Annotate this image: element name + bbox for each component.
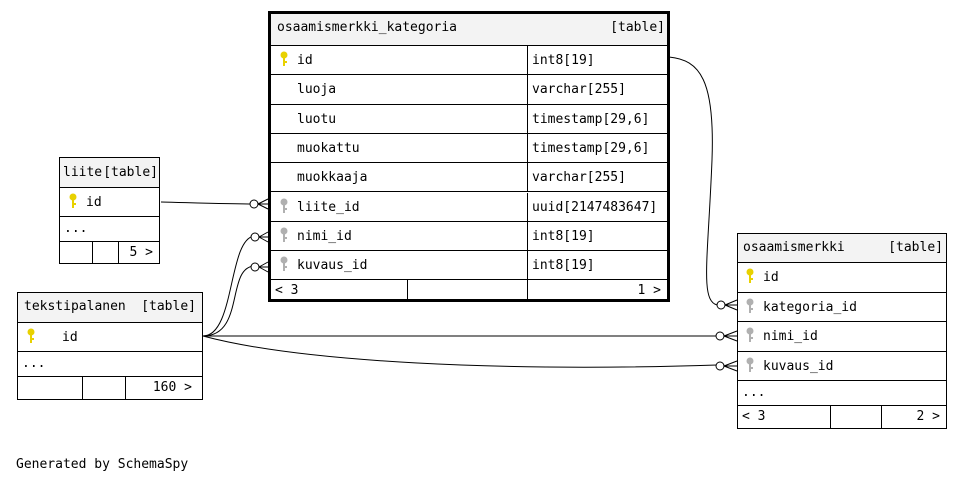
edge-tekstipalanen-to-om-kuvaus <box>202 335 718 368</box>
crowfoot <box>723 360 738 372</box>
table-tag: [table] <box>103 165 158 180</box>
fk-key-icon <box>280 198 288 213</box>
column-name: muokkaaja <box>297 170 368 186</box>
pk-key-icon <box>69 193 77 208</box>
pk-key-icon <box>280 51 288 66</box>
edge-end-circle <box>250 262 260 272</box>
fk-key-icon <box>746 357 754 372</box>
column-row[interactable]: luoja varchar[255] <box>271 75 667 105</box>
table-footer: < 3 2 > <box>738 406 946 428</box>
column-row[interactable]: kuvaus_id <box>738 352 946 381</box>
column-type: int8[19] <box>532 53 595 68</box>
column-name: kategoria_id <box>763 299 857 315</box>
column-row[interactable]: muokkaaja varchar[255] <box>271 163 667 193</box>
crowfoot <box>257 198 269 210</box>
column-type: int8[19] <box>532 228 595 244</box>
crowfoot <box>723 330 738 342</box>
column-name: kuvaus_id <box>297 258 368 274</box>
table-footer: < 3 1 > <box>271 280 667 303</box>
children-count[interactable]: 160 > <box>152 380 192 395</box>
edge-kategoria-to-om-kategoria <box>668 56 718 306</box>
edge-liite-to-kategoria <box>160 201 255 205</box>
fk-key-icon <box>746 327 754 342</box>
more-indicator: ... <box>742 385 766 400</box>
table-name[interactable]: osaamismerkki_kategoria <box>277 20 458 35</box>
more-row: ... <box>60 217 159 242</box>
column-row[interactable]: liite_id uuid[2147483647] <box>271 192 667 222</box>
fk-key-icon <box>746 298 754 313</box>
column-type: varchar[255] <box>532 82 626 98</box>
children-count[interactable]: 5 > <box>129 245 153 260</box>
column-name: kuvaus_id <box>763 358 834 374</box>
edge-end-circle <box>250 232 260 242</box>
column-name: luotu <box>297 111 337 127</box>
table-liite[interactable]: liite [table] id ... 5 > <box>59 157 160 264</box>
more-row: ... <box>18 352 202 377</box>
crowfoot <box>258 261 269 273</box>
table-footer: 160 > <box>18 377 202 399</box>
edge-end-circle <box>249 199 259 209</box>
table-name[interactable]: osaamismerkki <box>743 240 845 255</box>
children-count[interactable]: 2 > <box>916 409 940 424</box>
column-name: id <box>297 53 313 68</box>
edge-tekstipalanen-to-nimi <box>202 235 255 337</box>
more-row: ... <box>738 381 946 406</box>
parents-count[interactable]: < 3 <box>275 283 299 299</box>
more-indicator: ... <box>22 356 46 371</box>
fk-key-icon <box>280 227 288 242</box>
column-type: int8[19] <box>532 258 595 274</box>
table-tag: [table] <box>888 240 943 255</box>
table-tekstipalanen[interactable]: tekstipalanen [table] id ... 160 > <box>17 292 203 400</box>
crowfoot <box>258 231 269 243</box>
column-row[interactable]: kuvaus_id int8[19] <box>271 251 667 281</box>
column-name: liite_id <box>297 199 360 215</box>
children-count[interactable]: 1 > <box>637 283 661 299</box>
generated-by-footer: Generated by SchemaSpy <box>16 457 189 472</box>
edge-tekstipalanen-to-kuvaus <box>202 265 255 337</box>
more-indicator: ... <box>64 221 88 236</box>
edge-end-circle <box>716 300 726 310</box>
column-type: timestamp[29,6] <box>532 111 650 127</box>
column-name: luoja <box>297 82 337 98</box>
column-row[interactable]: id <box>18 323 202 352</box>
column-name: id <box>62 330 78 345</box>
table-footer: 5 > <box>60 242 159 263</box>
table-tag: [table] <box>610 20 665 35</box>
column-type: varchar[255] <box>532 170 626 186</box>
column-name: nimi_id <box>297 228 352 244</box>
column-name: muokattu <box>297 140 360 156</box>
table-name[interactable]: liite <box>63 165 103 180</box>
table-header: osaamismerkki [table] <box>738 234 946 263</box>
column-name: nimi_id <box>763 329 818 344</box>
table-header: liite [table] <box>60 158 159 188</box>
fk-key-icon <box>280 256 288 272</box>
column-type: timestamp[29,6] <box>532 140 650 156</box>
column-row[interactable]: id <box>60 188 159 217</box>
column-row[interactable]: muokattu timestamp[29,6] <box>271 133 667 164</box>
column-name: id <box>763 270 779 285</box>
edge-end-circle <box>715 361 725 371</box>
table-osaamismerkki-kategoria[interactable]: osaamismerkki_kategoria [table] id int8[1… <box>268 11 670 303</box>
column-row[interactable]: id int8[19] <box>271 46 667 76</box>
table-name[interactable]: tekstipalanen <box>24 299 126 314</box>
column-name: id <box>86 195 102 210</box>
column-row[interactable]: luotu timestamp[29,6] <box>271 104 667 134</box>
column-row[interactable]: nimi_id int8[19] <box>271 221 667 252</box>
table-header: osaamismerkki_kategoria [table] <box>271 14 667 46</box>
edge-end-circle <box>715 331 725 341</box>
parents-count[interactable]: < 3 <box>742 409 766 424</box>
crowfoot <box>724 299 738 311</box>
column-row[interactable]: id <box>738 263 946 293</box>
table-tag: [table] <box>141 299 196 314</box>
pk-key-icon <box>27 328 35 343</box>
column-row[interactable]: kategoria_id <box>738 293 946 322</box>
table-header: tekstipalanen [table] <box>18 293 202 323</box>
pk-key-icon <box>746 268 754 283</box>
column-row[interactable]: nimi_id <box>738 322 946 352</box>
column-type: uuid[2147483647] <box>532 199 658 215</box>
